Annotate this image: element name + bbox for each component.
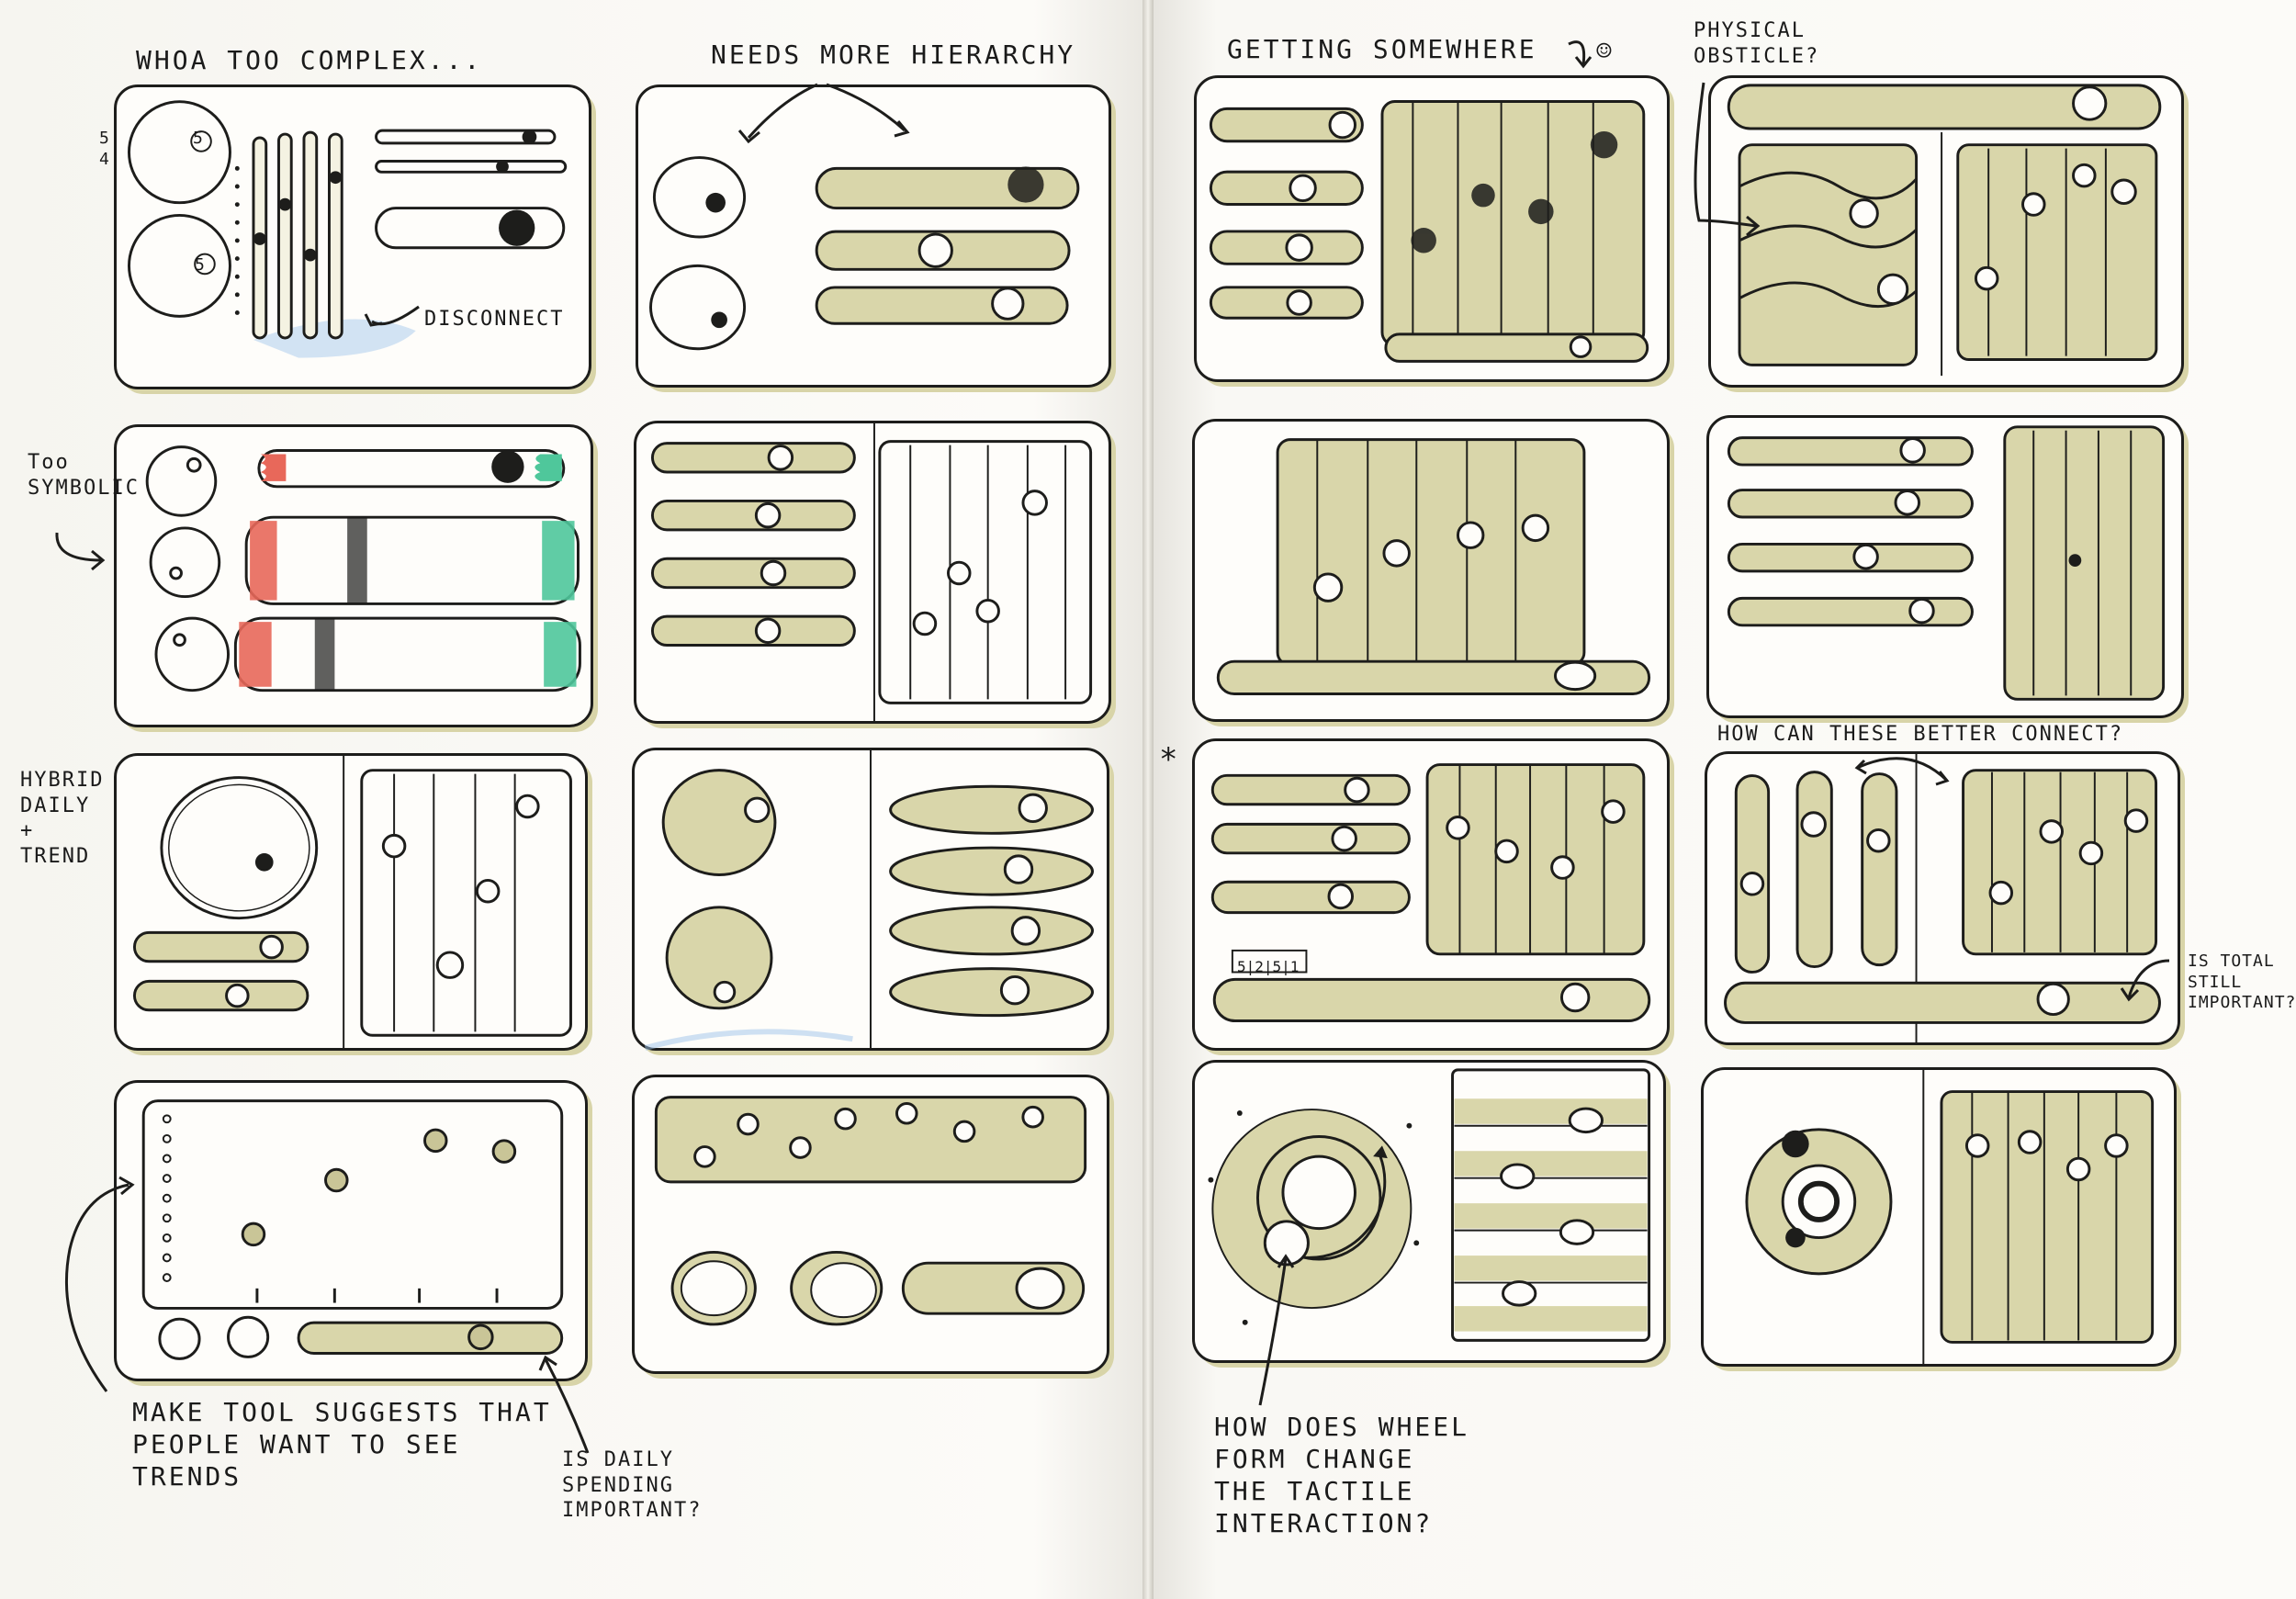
sketch-panel-ellipses xyxy=(632,748,1109,1051)
sketch-panel-too-symbolic xyxy=(114,424,593,727)
note-asterisk: * xyxy=(1159,741,1181,778)
counter-digits: 5|2|5|1 xyxy=(1237,958,1300,975)
sketch-panel-better-connect xyxy=(1705,751,2180,1045)
circle-label-2: 5 xyxy=(195,255,206,275)
sketch-panel-concentric-wheel xyxy=(1701,1067,2177,1367)
circle-label-1: 5 xyxy=(193,129,204,148)
note-hybrid-daily-trend: HYBRID DAILY + TREND xyxy=(20,769,105,868)
side-digits: 5 4 xyxy=(99,129,110,169)
note-make-tool-suggests: MAKE TOOL SUGGESTS THAT PEOPLE WANT TO S… xyxy=(132,1397,552,1492)
note-disconnect: DISCONNECT xyxy=(424,308,565,331)
sketch-panel-getting-somewhere xyxy=(1194,75,1670,382)
note-needs-more-hierarchy: NEEDS MORE HIERARCHY xyxy=(711,39,1076,70)
sketch-panel-starred: 5|2|5|1 xyxy=(1192,738,1670,1051)
sketch-panel-wheel xyxy=(1192,1060,1666,1363)
sketch-panel-grid-long-slider xyxy=(1192,419,1670,722)
note-is-total-still: IS TOTAL STILL IMPORTANT? xyxy=(2188,952,2296,1012)
note-how-can-these: HOW CAN THESE BETTER CONNECT? xyxy=(1717,723,2124,746)
note-whoa-too-complex: WHOA TOO COMPLEX... xyxy=(136,45,483,75)
sketch-panel-needs-hierarchy xyxy=(636,84,1111,388)
note-too-symbolic: Too SYMBOLIC xyxy=(28,451,140,500)
note-is-daily-spending: IS DAILY SPENDING IMPORTANT? xyxy=(562,1448,703,1522)
sketch-panel-dot-rail xyxy=(632,1075,1109,1374)
sketch-panel-sliders-grid-2 xyxy=(1706,415,2184,718)
sketch-panel-too-complex xyxy=(114,84,591,389)
note-how-does-wheel: HOW DOES WHEEL FORM CHANGE THE TACTILE I… xyxy=(1214,1412,1470,1538)
sketch-panel-sliders-grid xyxy=(634,421,1111,724)
note-smiley: ☺ xyxy=(1596,36,1615,66)
sketch-panel-trend xyxy=(114,1080,588,1381)
sketch-panel-hybrid xyxy=(114,753,588,1051)
note-physical-obstacle: PHYSICAL OBSTICLE? xyxy=(1694,19,1820,68)
notebook-spine xyxy=(1142,0,1154,1599)
note-getting-somewhere: GETTING SOMEWHERE xyxy=(1227,34,1537,64)
sketch-panel-physical-obstacle xyxy=(1708,75,2184,388)
